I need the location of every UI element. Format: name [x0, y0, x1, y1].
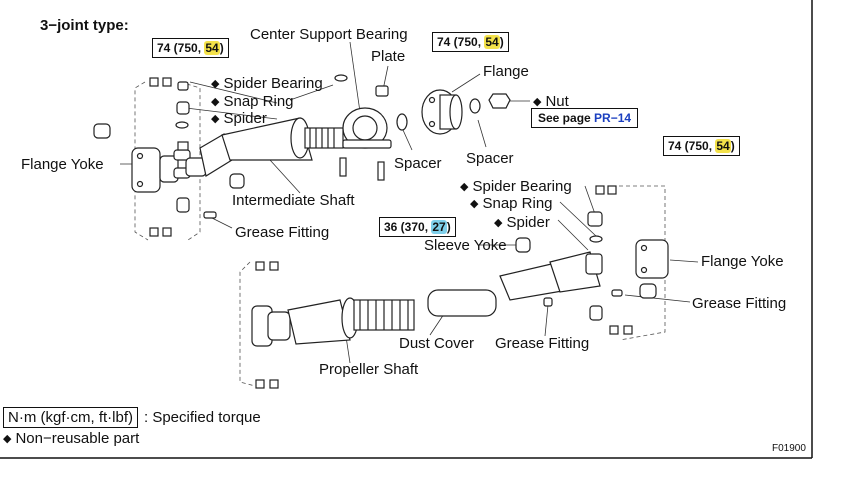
label-intermediate-shaft: Intermediate Shaft [232, 192, 355, 209]
torque-end: ) [499, 35, 504, 49]
see-page-link[interactable]: PR−14 [594, 111, 632, 125]
see-page-text: See page [538, 111, 595, 125]
label-sleeve-yoke: Sleeve Yoke [424, 237, 507, 254]
intermediate-shaft-assembly [93, 74, 511, 237]
torque-spec-center: 36 (370, 27) [379, 217, 456, 237]
label-flange-yoke-left: Flange Yoke [21, 156, 104, 173]
figure-code: F01900 [772, 443, 806, 454]
torque-highlight: 54 [204, 41, 220, 55]
torque-value: 74 (750, [157, 41, 205, 55]
torque-value: 74 (750, [437, 35, 485, 49]
label-snap-ring-right: ◆Snap Ring [470, 196, 553, 211]
label-nut: ◆Nut [533, 94, 569, 109]
torque-highlight: 54 [715, 139, 731, 153]
label-text: Snap Ring [482, 195, 553, 212]
torque-highlight: 27 [431, 220, 447, 234]
non-reusable-diamond-icon: ◆ [470, 198, 479, 210]
torque-value: 36 (370, [384, 220, 432, 234]
torque-end: ) [730, 139, 735, 153]
propeller-shaft-assembly [251, 185, 669, 389]
legend-torque-unit: N·m (kgf·cm, ft·lbf) [3, 407, 138, 428]
label-dust-cover: Dust Cover [399, 335, 475, 352]
label-text: Spider Bearing [223, 75, 323, 92]
label-flange-yoke-right: Flange Yoke [701, 253, 784, 270]
non-reusable-diamond-icon: ◆ [494, 217, 503, 229]
label-flange: Flange [483, 63, 529, 80]
label-text: Spider [223, 110, 267, 127]
label-spacer-1: Spacer [394, 155, 442, 172]
label-text: Snap Ring [223, 93, 294, 110]
non-reusable-diamond-icon: ◆ [211, 78, 220, 90]
legend-non-reusable: ◆Non−reusable part [3, 430, 139, 447]
torque-spec-middle-top: 74 (750, 54) [432, 32, 509, 52]
legend-non-reusable-text: Non−reusable part [15, 430, 140, 447]
label-propeller-shaft: Propeller Shaft [319, 361, 419, 378]
torque-spec-right: 74 (750, 54) [663, 136, 740, 156]
label-spacer-2: Spacer [466, 150, 514, 167]
non-reusable-diamond-icon: ◆ [211, 113, 220, 125]
torque-end: ) [446, 220, 451, 234]
label-spider-left: ◆Spider [211, 111, 267, 126]
label-text: Spider Bearing [472, 178, 572, 195]
non-reusable-diamond-icon: ◆ [460, 181, 469, 193]
label-spider-bearing-left: ◆Spider Bearing [211, 76, 323, 91]
non-reusable-diamond-icon: ◆ [211, 96, 220, 108]
torque-value: 74 (750, [668, 139, 716, 153]
label-nut-text: Nut [545, 93, 569, 110]
label-center-support-bearing: Center Support Bearing [250, 26, 408, 43]
non-reusable-diamond-icon: ◆ [533, 96, 542, 108]
label-plate: Plate [371, 48, 406, 65]
label-spider-right: ◆Spider [494, 215, 550, 230]
label-spider-bearing-right: ◆Spider Bearing [460, 179, 572, 194]
torque-end: ) [219, 41, 224, 55]
label-grease-fitting-2: Grease Fitting [692, 295, 787, 312]
label-grease-fitting-3: Grease Fitting [495, 335, 590, 352]
label-snap-ring-left: ◆Snap Ring [211, 94, 294, 109]
see-page-reference: See page PR−14 [531, 108, 639, 128]
label-text: Spider [506, 214, 550, 231]
torque-highlight: 54 [484, 35, 500, 49]
legend-torque-desc: : Specified torque [144, 409, 261, 426]
page-heading: 3−joint type: [40, 17, 129, 34]
torque-spec-left-top: 74 (750, 54) [152, 38, 229, 58]
label-grease-fitting-1: Grease Fitting [235, 224, 330, 241]
non-reusable-diamond-icon: ◆ [3, 433, 12, 445]
